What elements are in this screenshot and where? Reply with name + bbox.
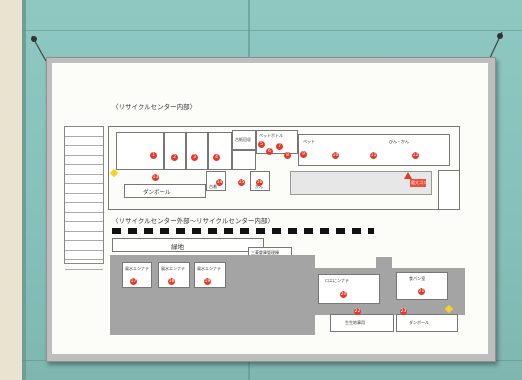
wall-corner-shadow: [22, 0, 26, 380]
inside-map-title: 〈リサイクルセンター内部〉: [112, 103, 197, 111]
marker: 11: [370, 152, 377, 159]
legend-row: [65, 127, 103, 137]
pin-icon: [488, 31, 503, 61]
marker: 3: [191, 154, 198, 161]
container: ロエにンナテ: [318, 274, 380, 304]
legend-row: [65, 194, 103, 203]
legend-row: [65, 260, 103, 270]
marker: 19: [204, 278, 211, 285]
marker: 8: [284, 152, 291, 159]
marker: 16: [256, 179, 263, 186]
dust-box: 粗大ゴミ: [410, 179, 427, 187]
room: [438, 170, 460, 210]
legend-row: [65, 222, 103, 232]
room: [208, 132, 232, 170]
legend-row: [65, 213, 103, 222]
container: 風水エンナテ: [194, 262, 226, 288]
cardboard-area: ダンボール: [124, 184, 206, 198]
inside-map: [108, 126, 460, 210]
marker: 7: [276, 143, 283, 150]
room: [186, 132, 208, 170]
room: 食パン室: [396, 272, 448, 300]
room: [164, 132, 186, 170]
marker: 6: [266, 148, 273, 155]
marker: 18: [168, 278, 175, 285]
marker: 23: [400, 308, 407, 315]
cardboard-area: ダンボール: [396, 314, 458, 332]
marker: 5: [258, 141, 265, 148]
storage: 生生地事用: [330, 314, 394, 332]
marker: 17: [130, 278, 137, 285]
container: 風水エンナテ: [122, 262, 152, 288]
greenery-area: 緑地: [112, 238, 264, 252]
marker: 2: [171, 154, 178, 161]
marker: 15: [238, 179, 245, 186]
legend-row: [65, 165, 103, 175]
marker: 13: [152, 174, 159, 181]
outside-map-title: 〈リサイクルセンター外部～リサイクルセンター内部〉: [112, 217, 274, 225]
wall-corner: [0, 0, 22, 380]
marker: 10: [332, 152, 339, 159]
marker: 22: [354, 308, 361, 315]
marker: 12: [412, 152, 419, 159]
warning-triangle-icon: [404, 172, 412, 179]
collection-shelf: ペット びん・かん: [298, 134, 450, 166]
legend-row: [65, 203, 103, 213]
legend-row: [65, 184, 103, 194]
marker: 4: [213, 154, 220, 161]
legend-row: [65, 175, 103, 184]
legend-row: [65, 156, 103, 165]
legend-row: [65, 251, 103, 260]
marker: 20: [340, 291, 347, 298]
room: 古紙回収: [232, 130, 256, 150]
legend-row: [65, 241, 103, 251]
container: 風水エンナテ: [158, 262, 190, 288]
marker: 14: [216, 179, 223, 186]
marker: 1: [150, 152, 157, 159]
marker: 9: [300, 151, 307, 158]
legend-row: [65, 137, 103, 146]
fence: [112, 228, 374, 234]
legend-row: [65, 146, 103, 156]
marker: 21: [418, 288, 425, 295]
room: [116, 132, 164, 170]
wall-seam: [22, 30, 522, 31]
legend-table: [64, 126, 104, 270]
legend-row: [65, 232, 103, 241]
room: [232, 150, 256, 170]
pin-icon: [31, 35, 47, 62]
pavement: [376, 257, 392, 269]
